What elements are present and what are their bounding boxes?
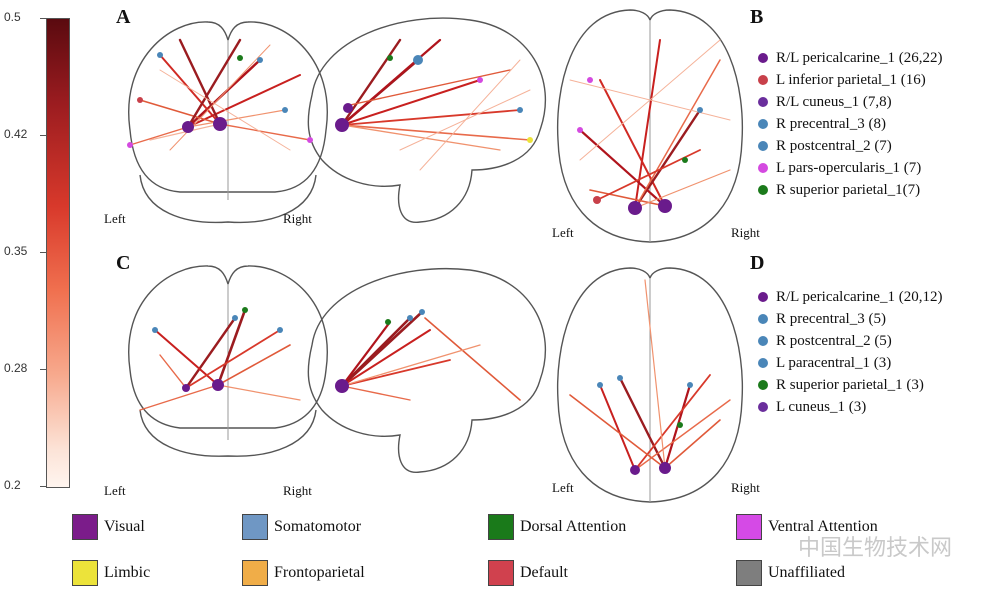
node-dot-icon xyxy=(758,314,768,324)
node-dot-icon xyxy=(758,53,768,63)
panel-label-d: D xyxy=(750,252,765,274)
left-label: Left xyxy=(104,483,126,498)
legend-d: R/L pericalcarine_1 (20,12) R precentral… xyxy=(758,286,942,418)
axial-brain-outline-bottom xyxy=(556,267,744,503)
coronal-brain-outline-top xyxy=(128,21,328,193)
node-dot-icon xyxy=(758,380,768,390)
legend-item: R precentral_3 (5) xyxy=(758,308,942,330)
node-dot-icon xyxy=(758,185,768,195)
swatch-icon xyxy=(242,514,268,540)
right-label: Right xyxy=(731,225,760,240)
connections-bottom-sagittal xyxy=(335,309,521,401)
right-label: Right xyxy=(283,483,312,498)
colorbar xyxy=(46,18,70,488)
node-dot-icon xyxy=(758,292,768,302)
axial-brain-outline-top xyxy=(556,9,744,243)
swatch-icon xyxy=(488,560,514,586)
colorbar-tick: 0.42 xyxy=(4,127,28,141)
legend-item: L pars-opercularis_1 (7) xyxy=(758,157,942,179)
swatch-icon xyxy=(72,514,98,540)
panel-label-b: B xyxy=(750,6,764,28)
network-legend-item: Default xyxy=(488,560,568,586)
node-dot-icon xyxy=(758,97,768,107)
network-legend-item: Ventral Attention xyxy=(736,514,878,540)
colorbar-tickmark xyxy=(40,486,46,487)
swatch-icon xyxy=(488,514,514,540)
swatch-icon xyxy=(72,560,98,586)
network-legend-item: Unaffiliated xyxy=(736,560,845,586)
legend-item: L cuneus_1 (3) xyxy=(758,396,942,418)
network-legend-item: Somatomotor xyxy=(242,514,361,540)
node-dot-icon xyxy=(758,75,768,85)
panel-label-c: C xyxy=(116,252,131,274)
swatch-icon xyxy=(736,514,762,540)
node-dot-icon xyxy=(758,336,768,346)
network-legend-item: Visual xyxy=(72,514,145,540)
left-label: Left xyxy=(552,225,574,240)
left-label: Left xyxy=(552,480,574,495)
network-legend-item: Dorsal Attention xyxy=(488,514,626,540)
colorbar-tick: 0.28 xyxy=(4,361,28,375)
connections-top-axial xyxy=(569,39,731,215)
colorbar-tickmark xyxy=(40,135,46,136)
legend-item: R/L pericalcarine_1 (26,22) xyxy=(758,47,942,69)
node-dot-icon xyxy=(758,119,768,129)
right-label: Right xyxy=(283,211,312,226)
colorbar-tickmark xyxy=(40,18,46,19)
colorbar-tick: 0.5 xyxy=(4,10,21,24)
network-legend-item: Frontoparietal xyxy=(242,560,365,586)
colorbar-tickmark xyxy=(40,369,46,370)
legend-item: R postcentral_2 (5) xyxy=(758,330,942,352)
connections-bottom-coronal xyxy=(139,307,301,411)
network-legend-item: Limbic xyxy=(72,560,150,586)
legend-item: R/L cuneus_1 (7,8) xyxy=(758,91,942,113)
coronal-brain-outline-bottom xyxy=(128,265,328,429)
connections-top-sagittal xyxy=(335,38,533,171)
node-dot-icon xyxy=(758,141,768,151)
legend-item: L inferior parietal_1 (16) xyxy=(758,69,942,91)
colorbar-tick: 0.35 xyxy=(4,244,28,258)
colorbar-tick: 0.2 xyxy=(4,478,21,492)
node-dot-icon xyxy=(758,358,768,368)
legend-item: R superior parietal_1(7) xyxy=(758,179,942,201)
sagittal-brain-outline-top xyxy=(307,17,547,223)
legend-item: R/L pericalcarine_1 (20,12) xyxy=(758,286,942,308)
swatch-icon xyxy=(242,560,268,586)
right-label: Right xyxy=(731,480,760,495)
watermark: 中国生物技术网 xyxy=(797,536,952,561)
node-dot-icon xyxy=(758,163,768,173)
swatch-icon xyxy=(736,560,762,586)
connections-top-coronal xyxy=(127,38,313,151)
legend-item: R postcentral_2 (7) xyxy=(758,135,942,157)
left-label: Left xyxy=(104,211,126,226)
legend-item: R precentral_3 (8) xyxy=(758,113,942,135)
colorbar-tickmark xyxy=(40,252,46,253)
sagittal-brain-outline-bottom xyxy=(307,267,547,473)
cerebellum-outline-top xyxy=(139,174,317,224)
node-dot-icon xyxy=(758,402,768,412)
panel-label-a: A xyxy=(116,6,131,28)
legend-item: L paracentral_1 (3) xyxy=(758,352,942,374)
connections-bottom-axial xyxy=(569,279,731,475)
brain-connectivity-figure xyxy=(127,9,744,503)
legend-item: R superior parietal_1 (3) xyxy=(758,374,942,396)
legend-b: R/L pericalcarine_1 (26,22) L inferior p… xyxy=(758,47,942,201)
